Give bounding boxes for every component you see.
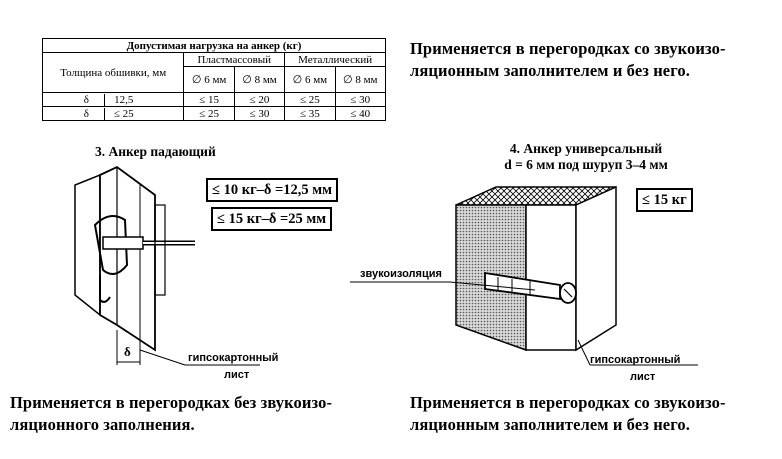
metal-header: Металлический bbox=[284, 52, 386, 67]
anchor3-title: 3. Анкер падающий bbox=[95, 144, 216, 159]
row-thickness: ≤ 25 bbox=[103, 107, 143, 120]
anchor4-board-label-1: гипсокартонный bbox=[590, 354, 681, 366]
anchor4-drawing bbox=[455, 185, 617, 352]
toggle-anchor bbox=[93, 215, 129, 275]
plastic-header: Пластмассовый bbox=[183, 52, 286, 67]
anchor4-title-line2: d = 6 мм под шуруп 3–4 мм bbox=[504, 157, 668, 172]
plastic-d6-header: ∅ 6 мм bbox=[183, 66, 235, 93]
anchor4-note: Применяется в перегородках со звукоизо- … bbox=[410, 392, 726, 436]
board-leader bbox=[139, 349, 186, 366]
cell-metal-d6: ≤ 35 bbox=[284, 106, 336, 121]
cell-plastic-d8: ≤ 30 bbox=[233, 106, 286, 121]
cell-metal-d8: ≤ 30 bbox=[334, 92, 387, 107]
anchor3-note-line1: Применяется в перегородках без звукоизо- bbox=[10, 393, 333, 412]
anchor4-load: ≤ 15 кг bbox=[636, 188, 693, 212]
anchor4-note-line2: ляционным заполнителем и без него. bbox=[410, 415, 690, 434]
row-thickness: 12,5 bbox=[103, 93, 143, 106]
insulation-label: звукоизоляция bbox=[360, 268, 442, 280]
metal-d6-header: ∅ 6 мм bbox=[284, 66, 336, 93]
anchor3-board-label-1: гипсокартонный bbox=[188, 352, 279, 364]
top-note: Применяется в перегородках со звукоизо- … bbox=[410, 38, 726, 82]
table-title: Допустимая нагрузка на анкер (кг) bbox=[42, 38, 386, 53]
table-row: δ ≤ 25 ≤ 25 ≤ 30 ≤ 35 ≤ 40 bbox=[41, 106, 387, 121]
top-note-line2: ляционным заполнителем и без него. bbox=[410, 61, 690, 80]
table-row: δ 12,5 ≤ 15 ≤ 20 ≤ 25 ≤ 30 bbox=[41, 92, 387, 107]
universal-anchor bbox=[484, 271, 561, 301]
anchor3-board-label-2: лист bbox=[224, 369, 250, 381]
thickness-header: Толщина обшивки, мм bbox=[41, 52, 185, 93]
anchor3-back-panel bbox=[74, 173, 101, 317]
plastic-d8-header: ∅ 8 мм bbox=[233, 66, 286, 93]
anchor4-title-line1: 4. Анкер универсальный bbox=[509, 141, 663, 156]
top-note-line1: Применяется в перегородках со звукоизо- bbox=[410, 39, 726, 58]
cell-plastic-d6: ≤ 15 bbox=[183, 92, 235, 107]
cell-metal-d8: ≤ 40 bbox=[334, 106, 387, 121]
anchor3-note: Применяется в перегородках без звукоизо-… bbox=[10, 392, 332, 436]
board4-leader bbox=[577, 339, 591, 366]
row-symbol: δ bbox=[83, 93, 89, 106]
cell-plastic-d6: ≤ 25 bbox=[183, 106, 235, 121]
anchor3-drawing bbox=[74, 165, 260, 366]
anchor3-load-15: ≤ 15 кг–δ =25 мм bbox=[211, 207, 333, 231]
block-side-face bbox=[575, 185, 617, 352]
bolt-body bbox=[102, 236, 144, 250]
anchor4-title: 4. Анкер универсальный d = 6 мм под шуру… bbox=[486, 141, 686, 173]
cell-metal-d6: ≤ 25 bbox=[284, 92, 336, 107]
cell-plastic-d8: ≤ 20 bbox=[233, 92, 286, 107]
anchor3-note-line2: ляционного заполнения. bbox=[10, 415, 195, 434]
delta-label: δ bbox=[124, 344, 131, 359]
metal-d8-header: ∅ 8 мм bbox=[334, 66, 387, 93]
anchor4-board-label-2: лист bbox=[630, 371, 656, 383]
anchor3-load-10: ≤ 10 кг–δ =12,5 мм bbox=[206, 178, 339, 202]
washer bbox=[154, 204, 166, 296]
row-symbol: δ bbox=[83, 107, 89, 120]
anchor4-note-line1: Применяется в перегородках со звукоизо- bbox=[410, 393, 726, 412]
load-table: Допустимая нагрузка на анкер (кг) Толщин… bbox=[41, 38, 387, 121]
hook bbox=[99, 275, 111, 303]
